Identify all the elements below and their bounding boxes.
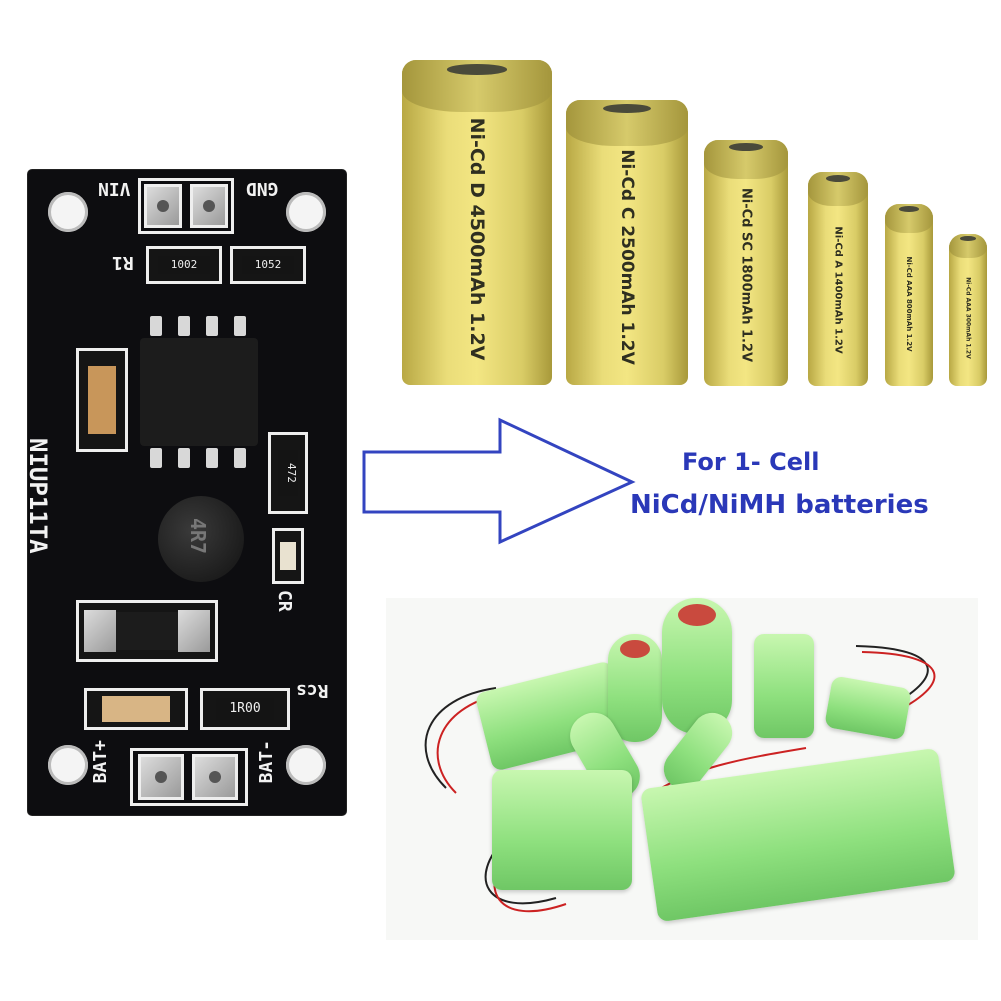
cr-resistor-code: 472	[278, 450, 298, 496]
mounting-hole	[48, 192, 88, 232]
ceramic-capacitor	[88, 366, 116, 434]
nimh-9v-battery	[754, 634, 814, 738]
gnd-pad	[190, 184, 228, 228]
inductor	[158, 496, 244, 582]
nimh-cell	[608, 634, 662, 742]
rcs-label: Rcs	[296, 680, 329, 701]
bat-minus-pad	[192, 754, 238, 800]
input-terminal-outline	[138, 178, 234, 234]
battery-label: Ni-Cd AAA 800mAh 1.2V	[905, 256, 913, 352]
battery-label: Ni-Cd AAA 300mAh 1.2V	[964, 276, 972, 359]
bat-plus-pad	[138, 754, 184, 800]
battery-label: Ni-Cd SC 1800mAh 1.2V	[738, 188, 754, 363]
caption-line-1: For 1- Cell	[682, 448, 820, 476]
nimh-packs-photo	[386, 598, 978, 940]
led	[280, 542, 296, 570]
diode-pad	[178, 610, 210, 652]
schottky-diode	[116, 612, 178, 650]
battery-label: Ni-Cd D 4500mAh 1.2V	[466, 117, 488, 361]
nicd-aaa-cell: Ni-Cd AAA 800mAh 1.2V	[885, 204, 933, 386]
vin-label: VIN	[98, 178, 131, 199]
inductor-code: 4R7	[186, 517, 211, 555]
vin-pad	[144, 184, 182, 228]
board-name-label: NIUP11TA	[28, 438, 52, 554]
mounting-hole	[286, 192, 326, 232]
r1-label: R1	[112, 252, 134, 273]
mounting-hole	[48, 745, 88, 785]
nimh-cell	[662, 598, 732, 734]
nicd-c-cell: Ni-Cd C 2500mAh 1.2V	[566, 100, 688, 385]
battery-terminal-outline	[130, 748, 248, 806]
battery-label: Ni-Cd A 1400mAh 1.2V	[832, 226, 844, 354]
bottom-capacitor	[102, 696, 170, 722]
battery-label: Ni-Cd C 2500mAh 1.2V	[617, 148, 637, 365]
charger-pcb-board: VIN GND R1 1002 1052 NIUP11TA 472 4R7 CR…	[28, 170, 346, 815]
nicd-a-cell: Ni-Cd A 1400mAh 1.2V	[808, 172, 868, 386]
right-arrow-icon	[362, 417, 636, 545]
bat-plus-label: BAT+	[90, 740, 111, 784]
nicd-sc-cell: Ni-Cd SC 1800mAh 1.2V	[704, 140, 788, 386]
diode-pad	[84, 610, 116, 652]
caption-line-2: NiCd/NiMH batteries	[630, 490, 929, 520]
r1b-resistor-code: 1052	[242, 256, 294, 274]
gnd-label: GND	[246, 178, 279, 199]
cr-label: CR	[274, 590, 295, 612]
r1a-resistor-code: 1002	[158, 256, 210, 274]
rcs-resistor-code: 1R00	[216, 698, 274, 720]
bottom-capacitor-footprint	[84, 688, 188, 730]
bat-minus-label: BAT-	[256, 740, 277, 784]
ic-chip	[140, 338, 258, 446]
nicd-aaa-small-cell: Ni-Cd AAA 300mAh 1.2V	[949, 234, 987, 386]
nimh-flat-pack	[492, 770, 632, 890]
nicd-d-cell: Ni-Cd D 4500mAh 1.2V	[402, 60, 552, 385]
caption: For 1- Cell NiCd/NiMH batteries	[630, 448, 980, 520]
mounting-hole	[286, 745, 326, 785]
